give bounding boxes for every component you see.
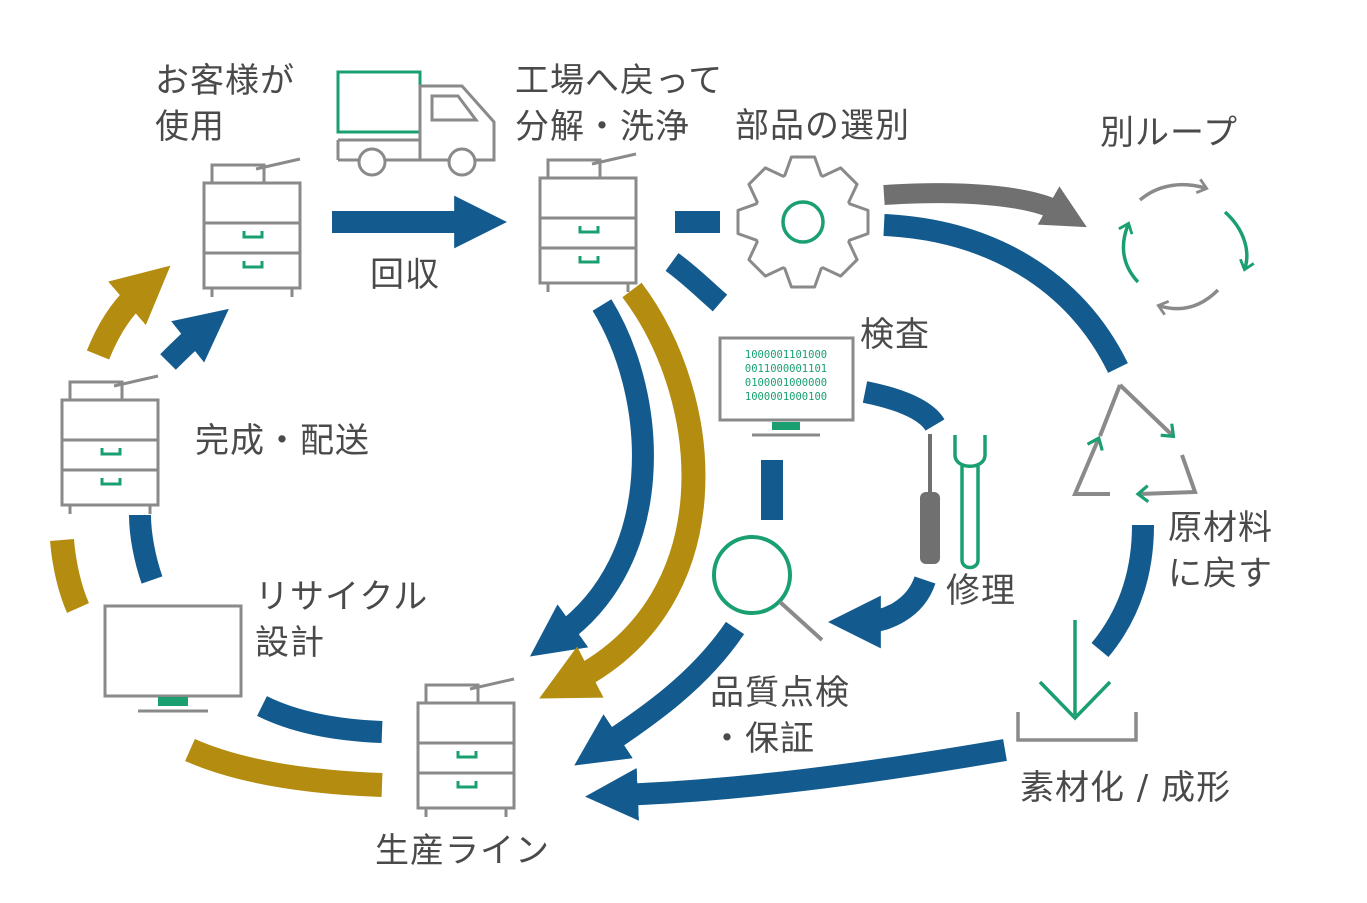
other-loop-cycle-icon [1118,178,1255,316]
monitor-binary-line: 1000001101000 [745,349,827,361]
label-line: 使用 [155,107,225,147]
gold-flow-arrows [50,265,706,797]
production-to-design-blue [257,696,383,743]
gear-hub [781,200,825,244]
wrench-icon [953,435,987,570]
copier-factory-icon [538,152,638,294]
design-monitor-icon [103,604,243,713]
label-customer-use: お客様が 使用 [155,58,295,150]
label-collection: 回収 [370,255,440,295]
copier-completion-icon [60,374,160,516]
label-other-loop: 別ループ [1100,113,1238,153]
label-line: 工場へ戻って [515,61,724,101]
forming-tray-icon [1016,620,1138,742]
label-line: 分解・洗浄 [515,107,690,147]
disassembly-to-inspection-dash [665,253,728,312]
inspection-monitor-icon: 1000001101000 0011000001101 010000100000… [718,336,855,437]
blue-flow-arrows [129,195,1154,821]
label-recycle-design: リサイクル 設計 [255,574,428,666]
truck-icon [336,70,496,177]
design-to-completion-blue [129,514,163,584]
disassembly-to-production-gold-arrow [539,282,706,699]
sort-to-raw-material-arrow [883,214,1128,373]
label-line: に戻す [1168,554,1273,594]
label-completion-delivery: 完成・配送 [195,421,370,461]
label-inspection: 検査 [860,315,930,355]
forming-to-production-arrow [585,739,1007,821]
disassembly-to-production-blue-arrow [529,299,654,657]
label-material-forming: 素材化 / 成形 [1020,768,1232,808]
repair-to-quality-arrow [828,575,936,649]
completion-to-customer-blue-arrow [160,308,229,370]
label-line: 品質点検 [710,673,850,713]
copier-customer-icon [202,157,302,299]
monitor-binary-line: 1000001000100 [745,391,827,403]
screwdriver-icon [920,434,940,564]
copier-production-icon [416,677,516,819]
quality-to-production-arrow [574,621,745,766]
label-line: お客様が [155,61,295,101]
gear-icon [736,155,870,289]
label-line: リサイクル [255,577,429,617]
raw-material-to-forming-arrow [1091,524,1154,658]
label-quality-check: 品質点検 ・保証 [710,670,850,762]
recycle-triangle-icon [1071,383,1198,503]
label-parts-sorting: 部品の選別 [735,106,910,146]
label-production-line: 生産ライン [375,831,550,871]
sort-to-other-loop-arrow [883,183,1087,228]
label-line: 設計 [255,623,325,663]
design-to-completion-gold [50,538,90,613]
completion-to-customer-gold-arrow [86,265,171,360]
monitor-binary-line: 0011000001101 [745,363,827,375]
inspection-to-repair-arrow [862,381,945,432]
label-line: ・保証 [710,719,815,759]
magnifier-icon [712,535,824,642]
label-line: 原材料 [1168,508,1273,548]
label-return-factory: 工場へ戻って 分解・洗浄 [515,58,723,150]
label-repair: 修理 [946,571,1016,611]
label-raw-material: 原材料 に戻す [1168,505,1273,597]
production-to-design-gold [185,738,383,797]
monitor-binary-line: 0100001000000 [745,377,827,389]
